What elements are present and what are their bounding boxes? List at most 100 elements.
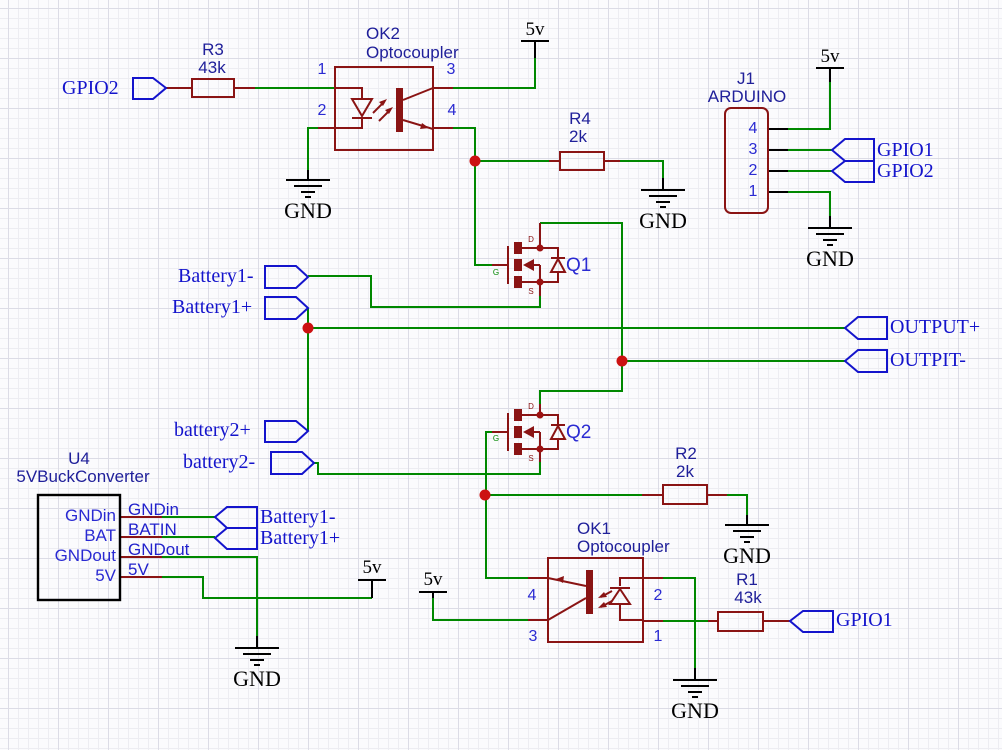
q1-ref: Q1	[566, 255, 592, 276]
net-label-output-plus: OUTPUT+	[890, 316, 981, 338]
power-5v-symbol-ok1	[419, 591, 447, 598]
net-flag-output-plus	[843, 316, 888, 340]
power-5v-label: 5v	[362, 557, 382, 578]
j1-ref: J1	[737, 69, 755, 88]
r3-value: 43k	[198, 58, 226, 77]
u4-net-label: GNDout	[128, 540, 190, 559]
u4-net-label: BATIN	[128, 520, 177, 539]
ok2-pin-number: 3	[446, 61, 456, 78]
u4-pin-name: GNDout	[54, 546, 116, 565]
gnd-symbol-j1	[808, 216, 852, 246]
ok2-value: Optocoupler	[366, 43, 459, 62]
mosfet-q1	[507, 242, 567, 288]
light-arrow-icon	[385, 107, 393, 114]
net-flag-battery2-minus	[270, 451, 316, 475]
power-5v-label: 5v	[820, 46, 840, 67]
net-flag-gpio1-right	[788, 610, 834, 633]
ok1-pin-number: 1	[653, 628, 663, 645]
u4-pin-name: BAT	[84, 526, 116, 545]
wires-dark-red	[120, 87, 790, 622]
q2-drain-label: D	[528, 402, 534, 411]
net-label-u4-battery1-plus: Battery1+	[260, 527, 341, 549]
r2-value: 2k	[676, 462, 694, 481]
net-label-battery2-plus: battery2+	[174, 419, 251, 441]
optocoupler-ok1	[547, 557, 644, 643]
gnd-symbol-r4	[641, 178, 685, 208]
net-flag-battery1-minus	[264, 265, 310, 289]
ok1-ref: OK1	[577, 519, 612, 538]
resistor-r4-body	[559, 151, 605, 171]
gnd-label: GND	[723, 543, 771, 568]
j1-pin-stubs	[768, 128, 788, 193]
mosfet-q2	[507, 409, 567, 455]
q2-gate-label: G	[492, 434, 500, 443]
r1-ref: R1	[736, 570, 758, 589]
power-5v-symbol-u4	[358, 579, 386, 598]
ok1-pin-number: 3	[528, 628, 538, 645]
body-diode-icon	[549, 423, 567, 440]
net-flag-u4-battery1-plus	[213, 527, 258, 550]
r2-ref: R2	[675, 444, 697, 463]
ok1-pin-number: 2	[653, 587, 663, 604]
j1-pin-number: 3	[748, 141, 758, 158]
gnd-label: GND	[639, 208, 687, 233]
net-flag-j1-gpio2	[830, 160, 875, 183]
gnd-label: GND	[671, 698, 719, 723]
q1-drain-label: D	[528, 235, 534, 244]
connector-j1	[724, 107, 769, 214]
r1-value: 43k	[734, 588, 762, 607]
net-flag-gpio2-left	[132, 77, 168, 100]
gnd-symbol-ok1	[673, 668, 717, 698]
power-5v-label: 5v	[525, 19, 545, 40]
net-label-u4-battery1-minus: Battery1-	[260, 506, 336, 528]
ok1-value: Optocoupler	[577, 537, 670, 556]
q1-source-label: S	[528, 287, 534, 296]
r4-value: 2k	[569, 127, 587, 146]
power-5v-symbol-j1	[816, 67, 844, 82]
light-arrow-icon	[598, 592, 607, 598]
u4-pin-name: GNDin	[64, 506, 116, 525]
junction-dots	[302, 155, 628, 501]
net-flags	[132, 77, 888, 633]
light-arrow-icon	[379, 99, 387, 106]
net-label-output-minus: OUTPIT-	[890, 349, 966, 371]
gnd-symbol-ok2	[286, 170, 330, 198]
resistor-r1-body	[717, 611, 764, 632]
r4-ref: R4	[569, 109, 591, 128]
net-flag-battery1-plus	[264, 296, 310, 320]
net-label-battery1-plus: Battery1+	[172, 296, 253, 318]
ok2-pin-number: 2	[317, 102, 327, 119]
gate-arrow-icon	[523, 259, 534, 271]
ok2-pin-number: 4	[447, 102, 457, 119]
optocoupler-ok2	[334, 66, 434, 151]
resistor-r2-body	[662, 484, 708, 505]
net-label-j1-gpio1: GPIO1	[877, 139, 934, 161]
r3-ref: R3	[202, 40, 224, 59]
ok2-ref: OK2	[366, 24, 401, 43]
u4-net-label: 5V	[128, 560, 149, 579]
gnd-label: GND	[233, 666, 281, 691]
net-label-gpio1-right: GPIO1	[836, 609, 893, 631]
u4-value: 5VBuckConverter	[16, 467, 150, 486]
j1-pin-number: 2	[748, 162, 758, 179]
net-flag-j1-gpio1	[830, 138, 875, 162]
net-label-j1-gpio2: GPIO2	[877, 160, 934, 182]
j1-pin-number: 4	[748, 120, 758, 137]
light-arrow-icon	[598, 602, 607, 608]
net-label-battery1-minus: Battery1-	[178, 265, 254, 287]
ok1-pin-number: 4	[527, 587, 537, 604]
gnd-symbol-r2	[725, 515, 769, 543]
net-label-battery2-minus: battery2-	[183, 451, 256, 473]
emitter-arrow-icon	[556, 576, 564, 583]
u4-pin-name: 5V	[95, 566, 116, 585]
q2-ref: Q2	[566, 422, 592, 443]
j1-value: ARDUINO	[707, 87, 787, 106]
q2-source-label: S	[528, 454, 534, 463]
net-label-gpio2-left: GPIO2	[62, 77, 119, 99]
j1-pin-number: 1	[748, 183, 758, 200]
power-5v-label: 5v	[423, 569, 443, 590]
power-and-ground-symbols	[235, 40, 852, 698]
resistors	[191, 78, 764, 632]
u4-net-label: GNDin	[128, 500, 180, 519]
